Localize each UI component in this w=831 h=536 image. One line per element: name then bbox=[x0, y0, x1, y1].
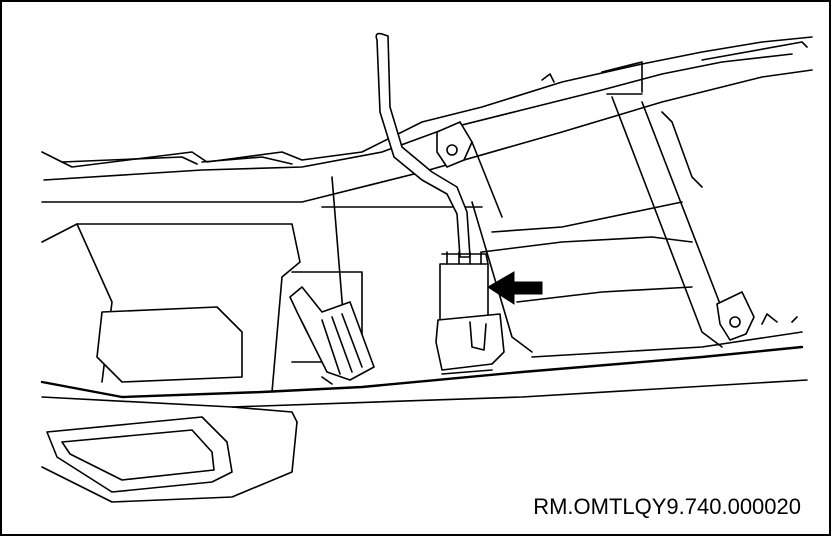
left-bracket bbox=[289, 286, 375, 385]
vent-opening bbox=[41, 406, 298, 503]
hose bbox=[375, 32, 471, 258]
upper-clip bbox=[436, 121, 503, 218]
inner-frame bbox=[321, 96, 803, 368]
arrow-left-icon bbox=[487, 271, 543, 305]
right-clip bbox=[716, 291, 798, 341]
lower-body bbox=[40, 223, 808, 408]
reference-code: RM.OMTLQY9.740.000020 bbox=[533, 494, 801, 519]
connector bbox=[435, 251, 505, 375]
